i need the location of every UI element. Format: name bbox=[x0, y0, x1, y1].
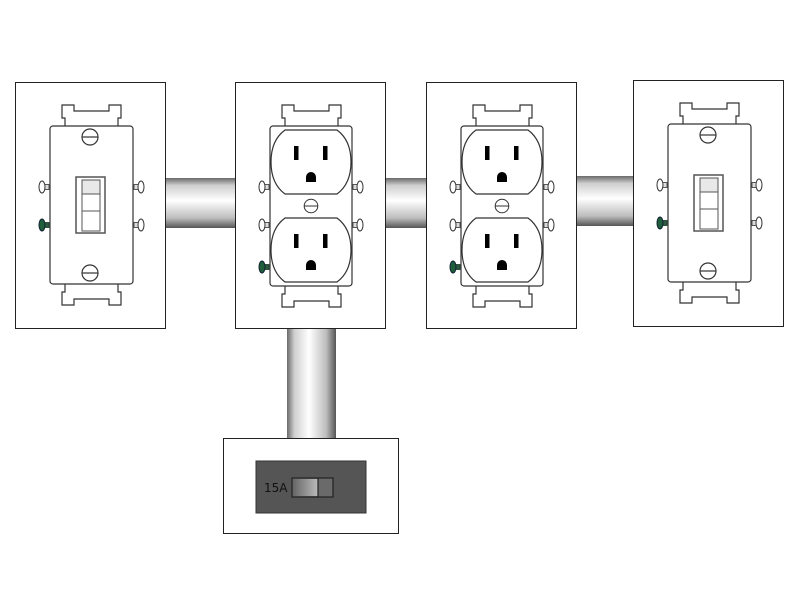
conduit-2 bbox=[386, 178, 427, 228]
outlet-box-1 bbox=[235, 82, 386, 329]
light-switch-left[interactable] bbox=[39, 105, 144, 305]
conduit-3 bbox=[577, 176, 634, 226]
duplex-outlet-1[interactable] bbox=[259, 105, 363, 307]
breaker-panel: 15A bbox=[223, 438, 399, 534]
switch-box-left bbox=[15, 82, 166, 329]
breaker-switch[interactable] bbox=[291, 477, 334, 498]
duplex-outlet-2[interactable] bbox=[450, 105, 554, 307]
conduit-vertical bbox=[287, 329, 336, 439]
breaker-rating-label: 15A bbox=[264, 481, 288, 495]
light-switch-right[interactable] bbox=[657, 103, 762, 303]
conduit-1 bbox=[166, 178, 236, 228]
switch-box-right bbox=[633, 80, 784, 327]
outlet-box-2 bbox=[426, 82, 577, 329]
